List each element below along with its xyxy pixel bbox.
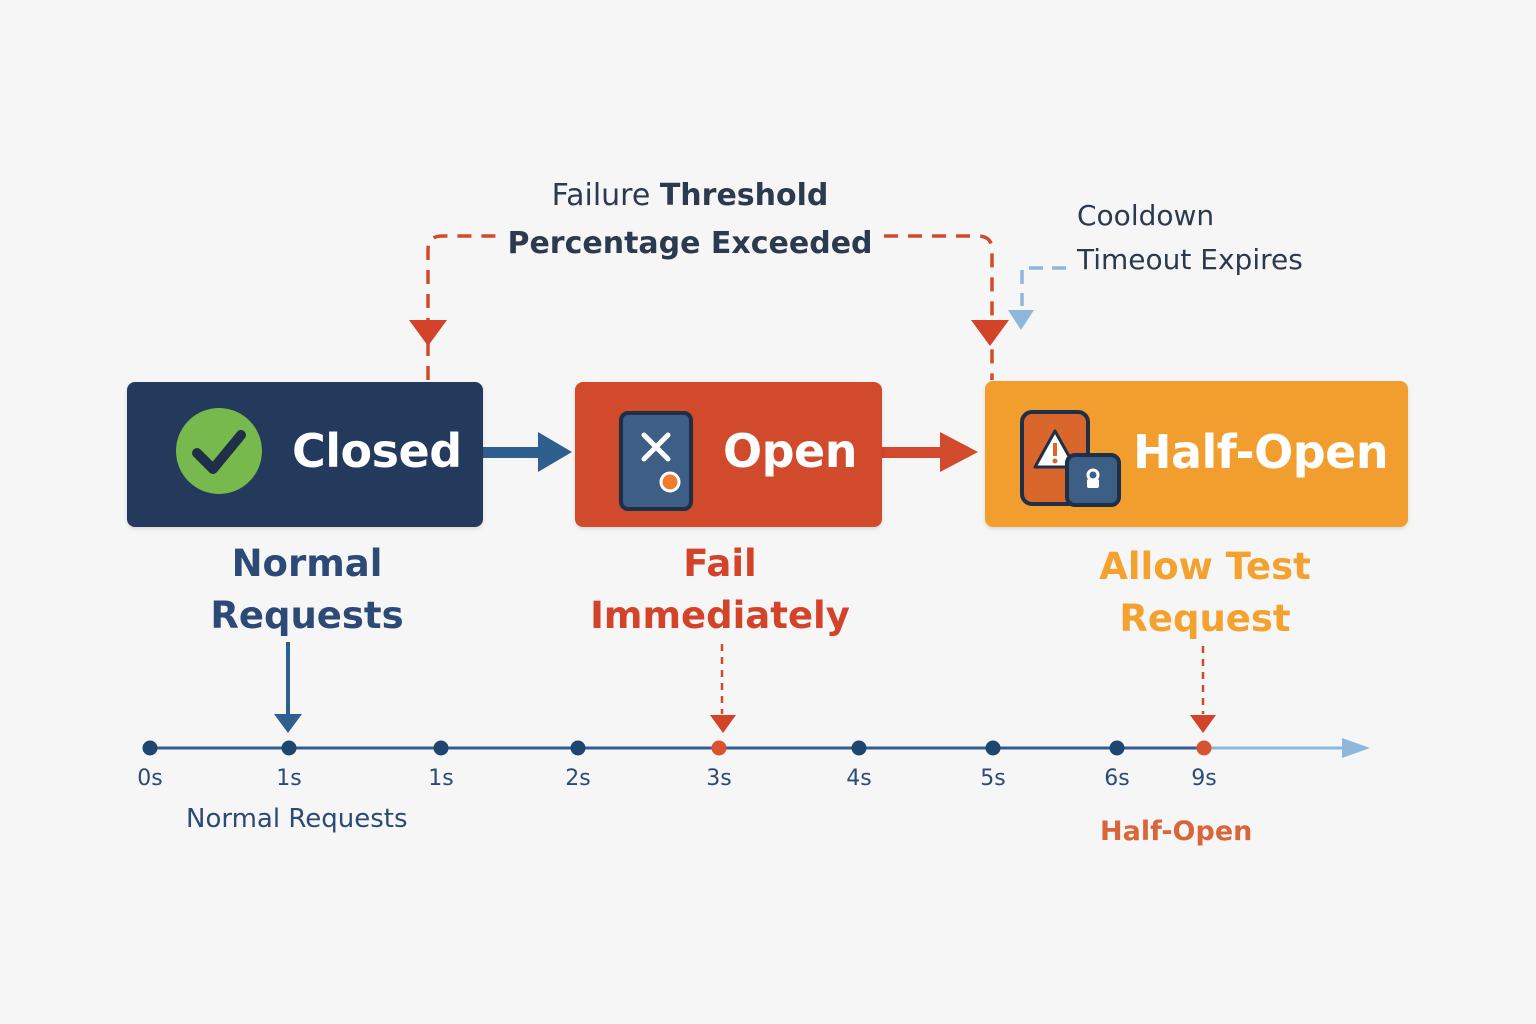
check-circle-icon (176, 408, 262, 494)
state-half-open-label: Half-Open (1133, 425, 1389, 479)
half-open-description-line-1: Allow Test (1099, 545, 1311, 588)
timeline-tick-marker (711, 740, 727, 756)
half-open-description-line-2: Request (1119, 597, 1291, 640)
cooldown-label: Cooldown Timeout Expires (1077, 194, 1303, 282)
pointer-normal-requests (274, 642, 302, 733)
timeline-tick-markers (142, 740, 1212, 756)
failure-threshold-line-1: Failure Threshold (505, 172, 875, 220)
timeline-tick-label: 1s (428, 766, 454, 791)
pointer-allow-test-request (1190, 646, 1216, 733)
arrow-closed-to-open (483, 432, 572, 472)
cooldown-line-2: Timeout Expires (1077, 243, 1303, 276)
timeline-tick-label: 6s (1104, 766, 1130, 791)
timeline-arrowhead (1342, 738, 1370, 758)
timeline-caption-half-open: Half-Open (1100, 816, 1253, 847)
arrow-open-to-half-open (882, 432, 978, 472)
closed-description-line-1: Normal (231, 542, 383, 585)
timeline-tick-marker (281, 740, 297, 756)
open-description: Fail Immediately (585, 538, 855, 642)
timeline-tick-marker (985, 740, 1001, 756)
timeline-tick-label: 2s (565, 766, 591, 791)
warning-lock-icon (1020, 410, 1121, 507)
circuit-open-icon (619, 411, 693, 511)
pointer-fail-immediately (710, 644, 736, 733)
timeline-tick-label: 4s (846, 766, 872, 791)
timeline-tick-marker (1196, 740, 1212, 756)
arrowhead-into-half-open (971, 320, 1009, 346)
timeline-tick-label: 9s (1191, 766, 1217, 791)
failure-threshold-label: Failure Threshold Percentage Exceeded (505, 172, 875, 268)
timeline-tick-marker (142, 740, 158, 756)
threshold-word: Threshold (659, 178, 829, 213)
timeline-axis (150, 738, 1370, 758)
failure-threshold-connector (409, 234, 1009, 380)
failure-threshold-line-2: Percentage Exceeded (507, 226, 873, 261)
state-closed-label: Closed (292, 424, 462, 478)
timeline-tick-marker (1109, 740, 1125, 756)
closed-description-line-2: Requests (210, 594, 404, 637)
state-open: Open (575, 382, 882, 527)
state-open-label: Open (723, 424, 857, 478)
timeline-caption-normal-requests: Normal Requests (186, 804, 408, 834)
half-open-description: Allow Test Request (1070, 541, 1340, 645)
arrowhead-into-closed (409, 320, 447, 346)
failure-word: Failure (551, 178, 660, 213)
open-description-line-1: Fail (683, 542, 757, 585)
timeline-tick-label: 3s (706, 766, 732, 791)
arrowhead-cooldown (1008, 310, 1034, 330)
cooldown-connector (1008, 266, 1066, 330)
timeline-tick-marker (433, 740, 449, 756)
timeline-tick-label: 1s (276, 766, 302, 791)
state-closed: Closed (127, 382, 483, 527)
timeline-tick-marker (570, 740, 586, 756)
timeline-tick-marker (851, 740, 867, 756)
open-description-line-2: Immediately (590, 594, 850, 637)
cooldown-line-1: Cooldown (1077, 199, 1215, 232)
timeline-tick-label: 5s (980, 766, 1006, 791)
timeline-tick-label: 0s (137, 766, 163, 791)
closed-description: Normal Requests (197, 538, 417, 642)
state-half-open: Half-Open (985, 381, 1408, 527)
